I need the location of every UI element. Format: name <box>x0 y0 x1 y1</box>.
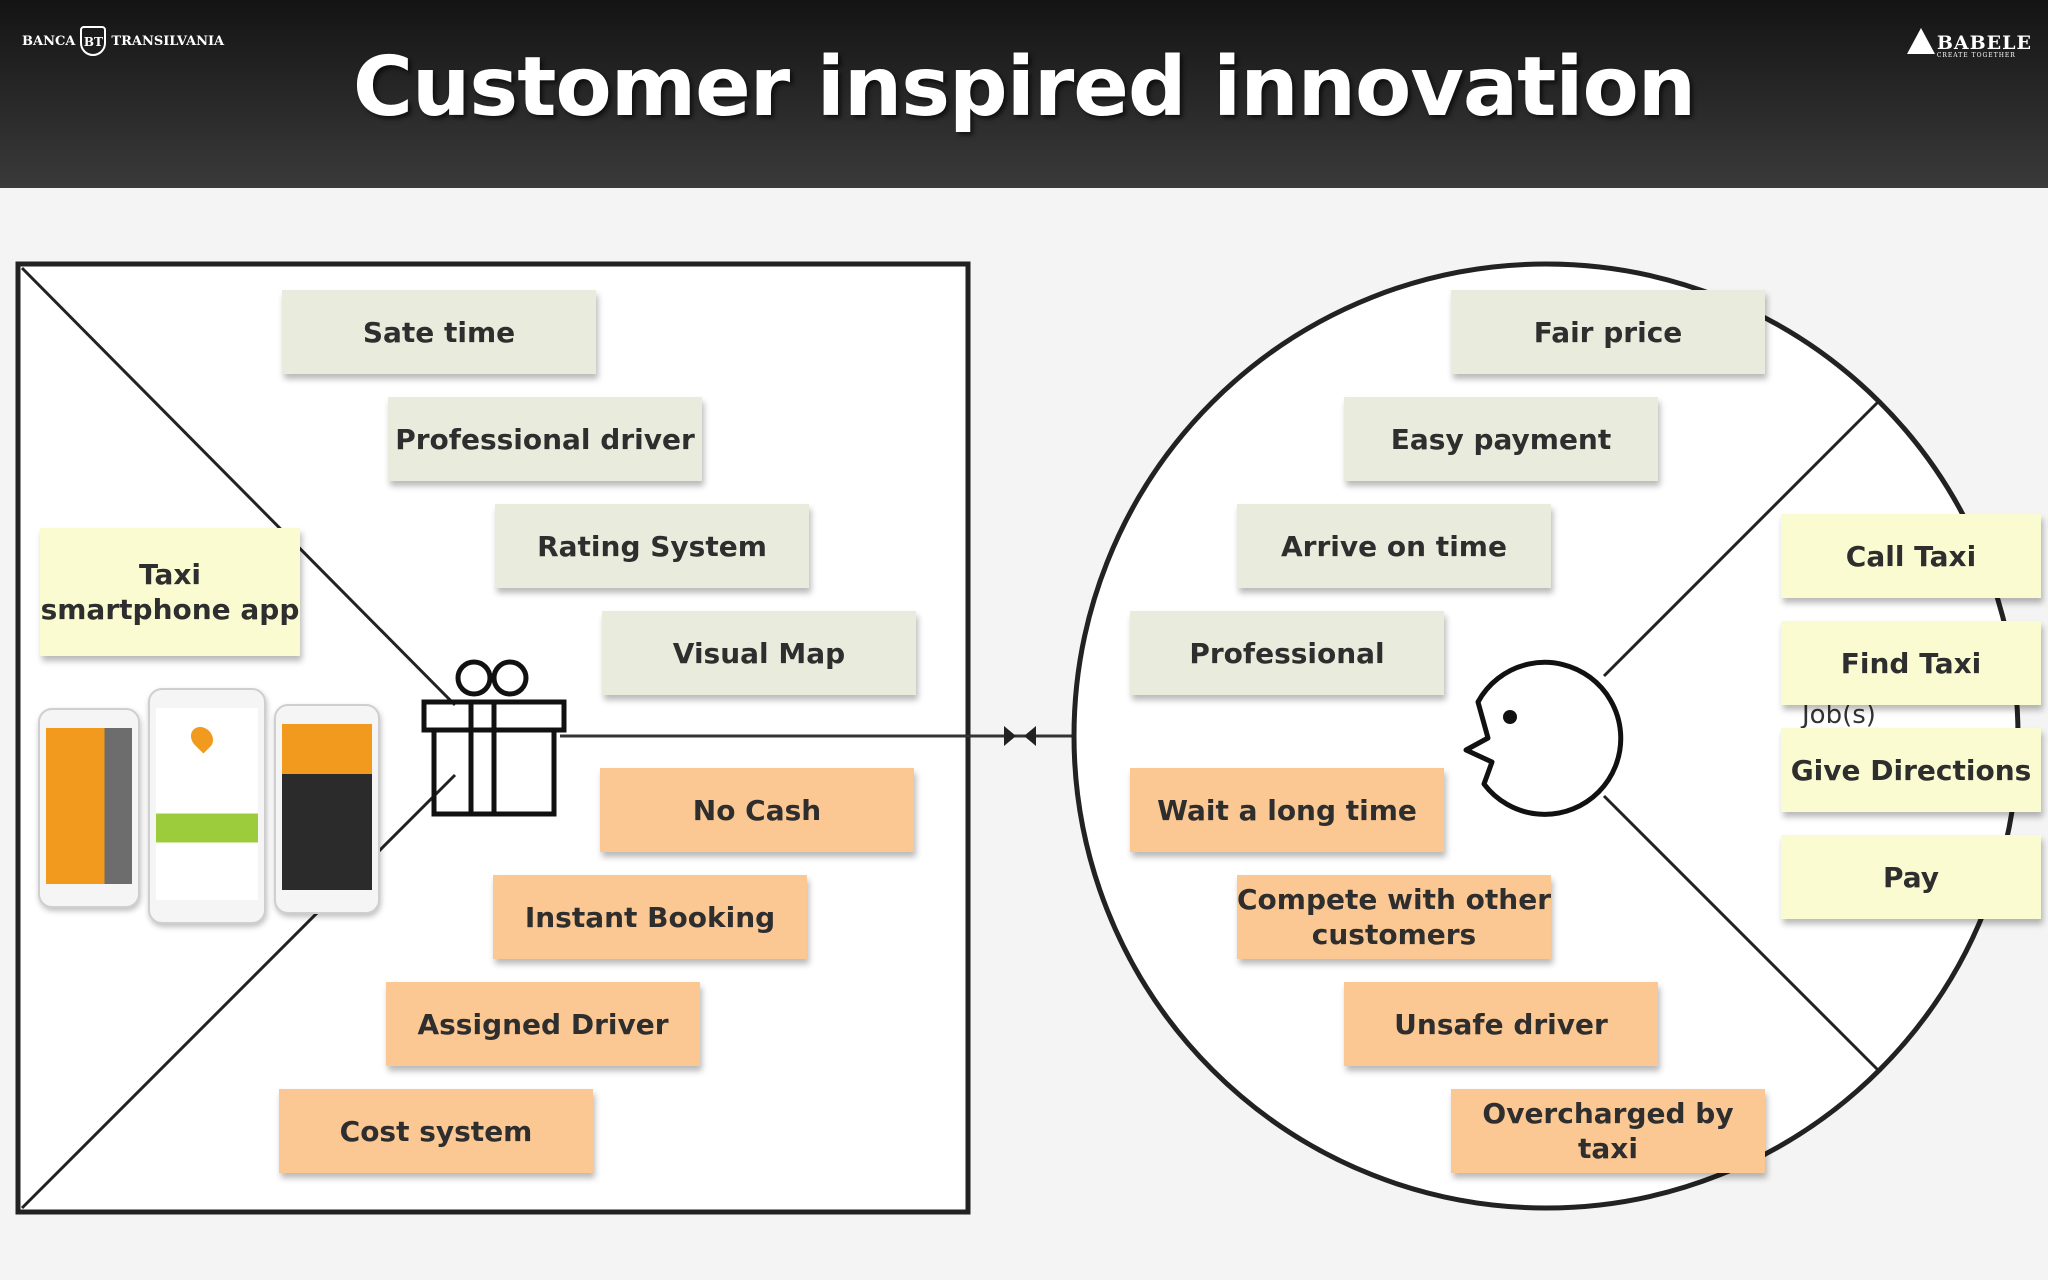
customer-pain-note: Overcharged by taxi <box>1451 1089 1765 1173</box>
gift-icon <box>421 659 567 817</box>
customer-job-note: Call Taxi <box>1781 514 2041 598</box>
customer-job-note: Pay <box>1781 835 2041 919</box>
value-map-diagonal-bottom <box>20 773 457 1210</box>
gain-creator-note: Professional driver <box>388 397 702 481</box>
pain-reliever-note: No Cash <box>600 768 914 852</box>
slide-title: Customer inspired innovation <box>352 40 1696 135</box>
jobs-section-label: Job(s) <box>1802 700 1876 730</box>
phone-dashboard-screen <box>274 704 380 914</box>
product-note: Taxi smartphone app <box>40 528 300 656</box>
bt-shield-icon: BT <box>80 26 107 56</box>
value-map-diagonal-top <box>20 266 457 707</box>
header-bar: BANCA BT TRANSILVANIA Customer inspired … <box>0 0 2048 188</box>
customer-gain-note: Easy payment <box>1344 397 1658 481</box>
customer-job-note: Find Taxi <box>1781 621 2041 705</box>
banca-transilvania-logo: BANCA BT TRANSILVANIA <box>22 26 224 56</box>
phone-home-screen <box>148 688 266 924</box>
babele-logo: BABELE CREATE TOGETHER <box>1906 28 2032 59</box>
customer-job-note: Give Directions <box>1781 728 2041 812</box>
pain-reliever-note: Instant Booking <box>493 875 807 959</box>
customer-pain-note: Compete with other customers <box>1237 875 1551 959</box>
customer-gain-note: Professional <box>1130 611 1444 695</box>
customer-pain-note: Unsafe driver <box>1344 982 1658 1066</box>
profile-divider-top <box>1602 399 1881 678</box>
logo-text-transilvania: TRANSILVANIA <box>111 33 225 49</box>
fit-arrow-left-icon <box>1024 726 1036 746</box>
babele-triangle-icon <box>1906 28 1935 54</box>
pain-reliever-note: Cost system <box>279 1089 593 1173</box>
gain-creator-note: Visual Map <box>602 611 916 695</box>
taxi-app-screenshots <box>38 680 384 924</box>
profile-divider-bottom <box>1602 794 1881 1073</box>
customer-gain-note: Arrive on time <box>1237 504 1551 588</box>
logo-text-banca: BANCA <box>22 33 76 49</box>
phone-menu-screen <box>38 708 140 908</box>
babele-tagline: CREATE TOGETHER <box>1936 52 2016 59</box>
fit-arrow-right-icon <box>1004 726 1016 746</box>
pain-reliever-note: Assigned Driver <box>386 982 700 1066</box>
gain-creator-note: Sate time <box>282 290 596 374</box>
customer-pain-note: Wait a long time <box>1130 768 1444 852</box>
gain-creator-note: Rating System <box>495 504 809 588</box>
customer-face-icon <box>1463 659 1624 817</box>
babele-name: BABELE <box>1936 32 2032 54</box>
customer-gain-note: Fair price <box>1451 290 1765 374</box>
